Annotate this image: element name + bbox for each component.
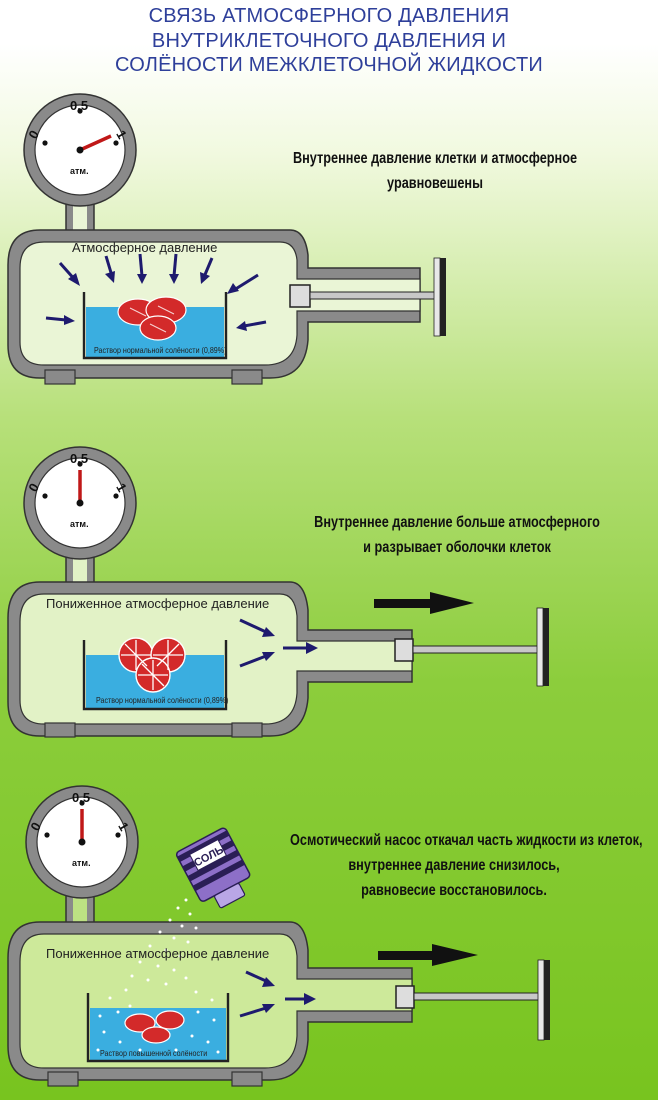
solution-label: Раствор повышенной солёности: [100, 1048, 208, 1058]
cells: [117, 296, 187, 341]
panel-1-caption: Внутреннее давление клетки и атмосферное…: [271, 146, 599, 196]
cells: [124, 1010, 185, 1044]
panel-3-caption-line-2: внутреннее давление снизилось,: [348, 857, 560, 874]
piston-motion-arrow: [374, 592, 474, 614]
outflow-arrows: [239, 970, 316, 1018]
tank-foot-left: [44, 722, 76, 738]
panel-2-caption-line-1: Внутреннее давление больше атмосферного: [314, 514, 600, 531]
gauge-label-half: 0,5: [70, 98, 89, 113]
panel-2-caption: Внутреннее давление больше атмосферного …: [293, 510, 621, 560]
chamber-label: Пониженное атмосферное давление: [46, 596, 270, 611]
piston-rod: [309, 291, 441, 300]
gauge-unit: атм.: [70, 519, 89, 529]
solution-label: Раствор нормальной солёности (0,89%): [94, 345, 227, 355]
tank-foot-right: [231, 722, 263, 738]
gauge-label-half: 0,5: [72, 790, 91, 805]
piston-head: [395, 985, 415, 1009]
panel-3-caption-line-3: равновесие восстановилось.: [361, 882, 547, 899]
piston-rod: [413, 992, 545, 1001]
panel-1-svg: [7, 93, 446, 385]
outflow-arrows: [239, 618, 318, 668]
chamber-label: Атмосферное давление: [72, 240, 218, 255]
panel-1-diagram: 0 0,5 1 атм. Атмосферное давление Раство…: [0, 80, 658, 390]
gauge-needle: [79, 134, 112, 152]
tank-foot-left: [47, 1071, 79, 1087]
piston-motion-arrow: [378, 944, 478, 966]
panel-3-svg: СОЛЬ: [7, 785, 550, 1087]
panel-3-caption-line-1: Осмотический насос откачал часть жидкост…: [290, 832, 643, 849]
beaker: [82, 292, 228, 360]
piston-head: [289, 284, 311, 308]
beaker: [82, 640, 228, 711]
title-line-3: СОЛЁНОСТИ МЕЖКЛЕТОЧНОЙ ЖИДКОСТИ: [115, 54, 543, 76]
pressure-arrows: [45, 253, 267, 331]
gauge-unit: атм.: [70, 166, 89, 176]
piston-rod: [412, 645, 544, 654]
piston-head: [394, 638, 414, 662]
panel-3-caption: Осмотический насос откачал часть жидкост…: [290, 828, 643, 903]
salt-shaker: СОЛЬ: [175, 827, 251, 909]
solution-label: Раствор нормальной солёности (0,89%): [96, 695, 229, 705]
tank-foot-right: [231, 1071, 263, 1087]
salt-grains: [96, 898, 220, 1054]
panel-1-caption-line-2: уравновешены: [387, 175, 483, 192]
panel-2-diagram: 0 0,5 1 атм. Пониженное атмосферное давл…: [0, 440, 658, 750]
page-title: СВЯЗЬ АТМОСФЕРНОГО ДАВЛЕНИЯ ВНУТРИКЛЕТОЧ…: [0, 4, 658, 78]
panel-2-caption-line-2: и разрывает оболочки клеток: [363, 539, 551, 556]
title-line-2: ВНУТРИКЛЕТОЧНОГО ДАВЛЕНИЯ И: [151, 29, 507, 52]
chamber-label: Пониженное атмосферное давление: [46, 946, 270, 961]
beaker: [86, 993, 230, 1063]
panel-1-caption-line-1: Внутреннее давление клетки и атмосферное: [292, 150, 578, 167]
cells: [118, 637, 186, 693]
panel-3-diagram: СОЛЬ 0 0,5 1 атм. Пониженное атмосферное…: [0, 780, 658, 1100]
tank-foot-right: [231, 369, 263, 385]
gauge-unit: атм.: [72, 858, 91, 868]
title-line-1: СВЯЗЬ АТМОСФЕРНОГО ДАВЛЕНИЯ: [148, 5, 510, 27]
tank-foot-left: [44, 369, 76, 385]
panel-2-svg: [7, 446, 549, 738]
gauge-label-half: 0,5: [70, 451, 89, 466]
